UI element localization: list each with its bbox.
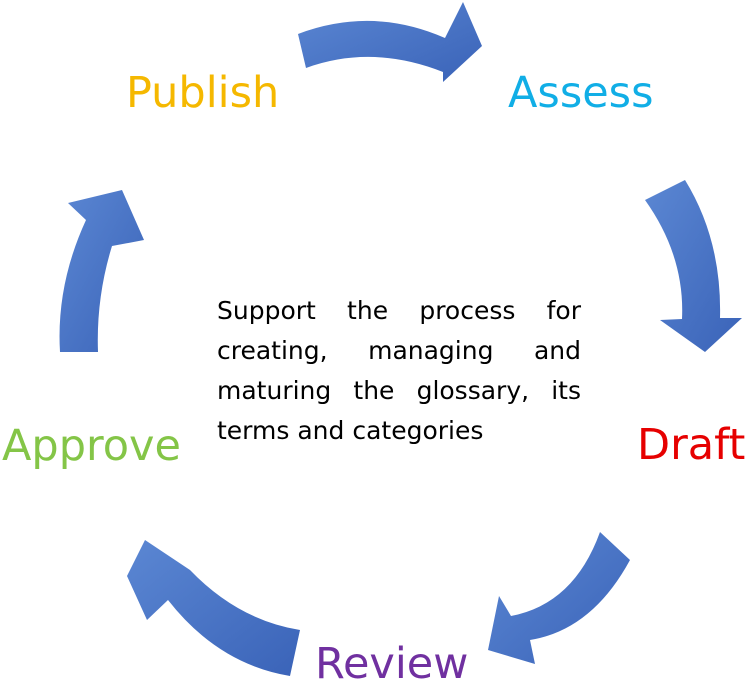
- stage-assess-label: Assess: [508, 68, 654, 118]
- center-description: Support the process for creating, managi…: [217, 296, 581, 445]
- stage-draft-label: Draft: [637, 420, 746, 470]
- arrow-assess-to-draft: [645, 180, 742, 352]
- arrow-review-to-approve: [127, 540, 300, 676]
- stage-approve-label: Approve: [2, 421, 181, 471]
- stage-publish-label: Publish: [126, 68, 280, 118]
- arrow-publish-to-assess: [298, 2, 482, 82]
- arrow-draft-to-review: [488, 532, 630, 664]
- arrow-approve-to-publish: [59, 190, 144, 352]
- stage-review-label: Review: [315, 639, 469, 681]
